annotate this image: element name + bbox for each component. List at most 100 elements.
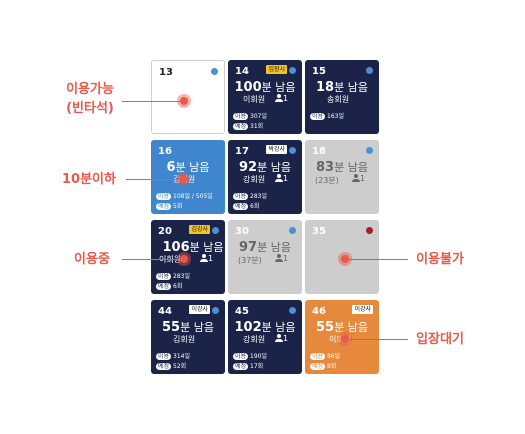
status-dot (289, 67, 296, 74)
callout-available-line (122, 101, 184, 102)
callout-under10-label: 10분이하 (62, 172, 116, 187)
person-icon (275, 174, 283, 182)
callout-available-marker (177, 94, 191, 108)
instructor-badge: 입장시 (266, 65, 287, 74)
person-count: 1 (200, 254, 213, 263)
callout-in-use-label: 이용중 (74, 252, 110, 267)
seat-number: 18 (312, 146, 326, 157)
callout-waiting-label: 입장대기 (416, 332, 464, 347)
instructor-badge: 김강사 (189, 225, 210, 234)
callout-in-use-marker (177, 252, 191, 266)
seat-number: 35 (312, 226, 326, 237)
time-remaining: 18분 남음 (316, 80, 368, 95)
member-name: 강회원 (243, 335, 266, 344)
member-name: 이회원 (329, 335, 352, 344)
callout-waiting-line (345, 339, 408, 340)
callout-available-line1: 이용가능 (66, 82, 114, 97)
time-remaining: 92분 남음 (239, 160, 291, 175)
time-remaining: 100분 남음 (234, 80, 296, 95)
status-dot (289, 147, 296, 154)
seat-30[interactable]: 30 97분 남음 (37분) 1 (228, 220, 302, 294)
callout-under10-line (126, 179, 182, 180)
instructor-badge: 이강사 (189, 305, 210, 314)
seat-number: 46 (312, 306, 326, 317)
seat-number: 30 (235, 226, 249, 237)
seat-number: 45 (235, 306, 249, 317)
member-name: 송회원 (327, 95, 350, 104)
callout-unavailable-line (345, 259, 408, 260)
seat-number: 17 (235, 146, 249, 157)
seat-13[interactable]: 13 (151, 60, 225, 134)
member-name: 김회원 (173, 335, 196, 344)
person-count: 1 (275, 174, 288, 183)
person-icon (275, 94, 283, 102)
time-remaining: 106분 남음 (162, 240, 224, 255)
time-remaining: 55분 남음 (162, 320, 214, 335)
callout-under10-marker (176, 172, 190, 186)
callout-unavailable-marker (338, 252, 352, 266)
status-dot (366, 227, 373, 234)
person-count: 1 (275, 94, 288, 103)
callout-unavailable-label: 이용불가 (416, 252, 464, 267)
status-dot (366, 67, 373, 74)
status-dot (366, 147, 373, 154)
seat-number: 15 (312, 66, 326, 77)
time-remaining: 55분 남음 (316, 320, 368, 335)
remaining-wait: (37분) (238, 256, 262, 265)
status-dot (212, 307, 219, 314)
callout-available-label: 이용가능 (빈타석) (58, 80, 122, 118)
person-icon (275, 254, 283, 262)
person-icon (200, 254, 208, 262)
seat-number: 20 (158, 226, 172, 237)
person-count: 1 (275, 254, 288, 263)
person-icon (352, 174, 360, 182)
callout-in-use-line (122, 259, 184, 260)
seat-number: 13 (159, 67, 173, 78)
seat-number: 16 (158, 146, 172, 157)
seat-18[interactable]: 18 83분 남음 (23분) 1 (305, 140, 379, 214)
person-icon (275, 334, 283, 342)
seat-number: 44 (158, 306, 172, 317)
remaining-wait: (23분) (315, 176, 339, 185)
seat-number: 14 (235, 66, 249, 77)
callout-waiting-marker (338, 332, 352, 346)
person-count: 1 (352, 174, 365, 183)
status-dot (212, 227, 219, 234)
time-remaining: 83분 남음 (316, 160, 368, 175)
status-dot (289, 307, 296, 314)
person-count: 1 (275, 334, 288, 343)
time-remaining: 6분 남음 (166, 160, 210, 175)
time-remaining: 102분 남음 (234, 320, 296, 335)
time-remaining: 97분 남음 (239, 240, 291, 255)
status-dot (211, 68, 218, 75)
member-name: 강회원 (243, 175, 266, 184)
callout-available-line2: (빈타석) (66, 101, 114, 116)
member-name: 이회원 (243, 95, 266, 104)
status-dot (289, 227, 296, 234)
instructor-badge: 박강사 (266, 145, 287, 154)
instructor-badge: 이강사 (352, 305, 373, 314)
